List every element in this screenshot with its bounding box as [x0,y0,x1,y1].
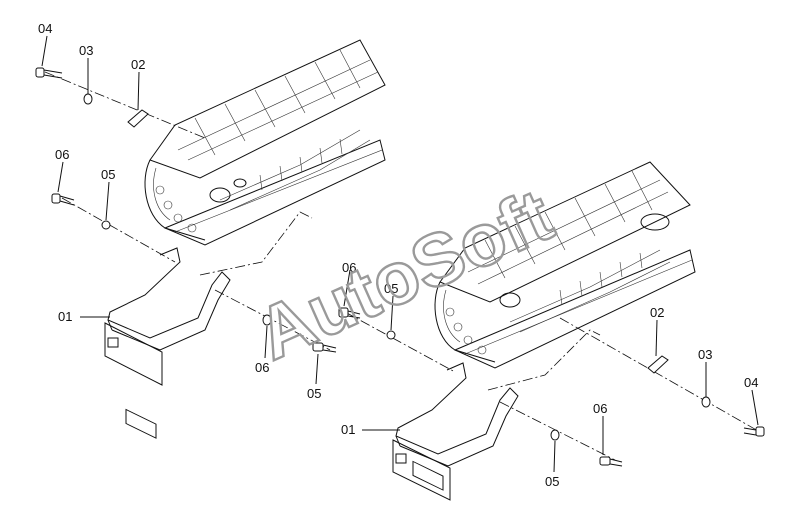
callout-right-06-top: 06 [342,260,356,275]
callout-right-01: 01 [341,422,355,437]
callout-left-01: 01 [58,309,72,324]
left-bolt-04 [35,67,63,79]
callout-right-05-top: 05 [384,281,398,296]
left-washer-06-bottom [262,314,272,326]
left-bolt-06-top [51,193,75,206]
callout-left-04: 04 [38,21,52,36]
left-washer-03 [83,93,93,105]
right-washer-05-bottom [550,429,560,441]
left-mounting-bracket [104,247,231,439]
right-washer-05-top [386,330,396,340]
callout-left-05-bottom: 05 [307,386,321,401]
right-cable-chain [434,161,696,369]
callout-right-04: 04 [744,375,758,390]
right-bolt-04 [743,426,765,437]
right-bolt-06-bottom [599,456,623,467]
left-bolt-05-bottom [312,342,337,353]
callout-left-06-top: 06 [55,147,69,162]
callout-right-02: 02 [650,305,664,320]
callout-left-05-top: 05 [101,167,115,182]
callout-labels: 04 03 02 06 05 01 06 05 06 05 02 03 04 0… [38,21,758,489]
callout-left-06-bottom: 06 [255,360,269,375]
callout-right-03: 03 [698,347,712,362]
right-washer-03 [701,396,711,408]
leader-lines [41,35,759,473]
left-clip-02 [127,109,149,128]
callout-right-05-bottom: 05 [545,474,559,489]
left-washer-05-top [101,220,111,230]
right-bolt-06-top [338,307,361,319]
right-mounting-bracket [392,362,519,501]
callout-left-02: 02 [131,57,145,72]
callout-left-03: 03 [79,43,93,58]
right-clip-02 [647,355,669,374]
assembly-lines [44,71,761,461]
left-cable-chain [144,39,386,246]
callout-right-06-bottom: 06 [593,401,607,416]
